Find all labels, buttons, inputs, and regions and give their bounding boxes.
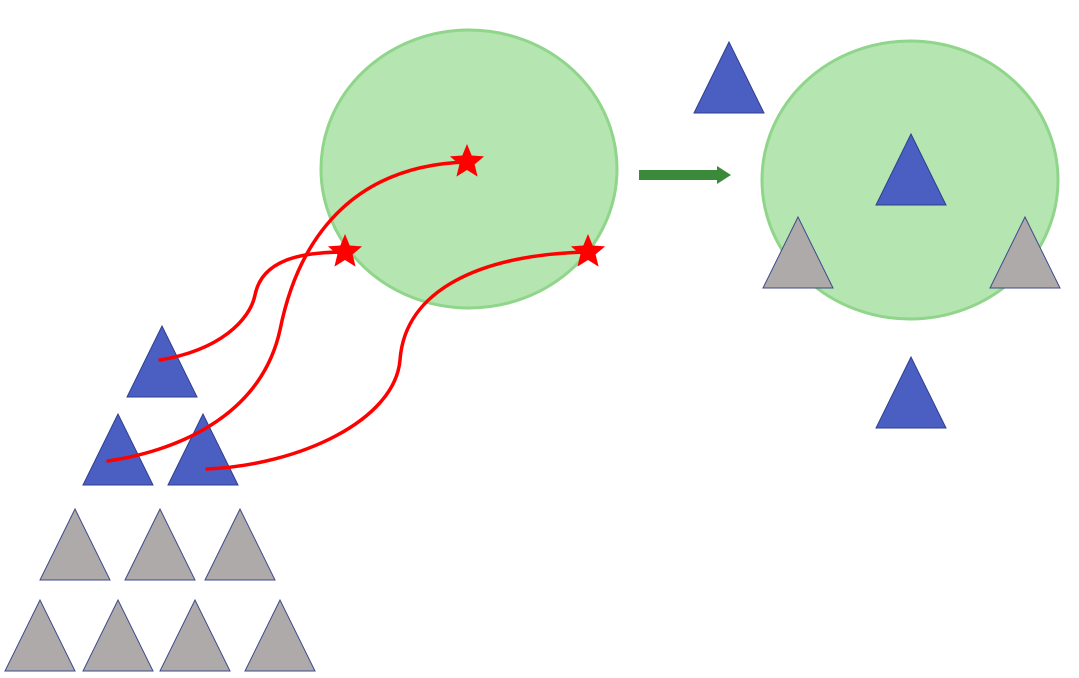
target-star: [327, 234, 363, 267]
source-triangle-selected: [126, 324, 198, 398]
mapping-curve: [158, 250, 347, 362]
source-triangle-unselected: [82, 598, 154, 672]
source-triangle-selected: [167, 412, 239, 486]
result-triangle-selected: [875, 355, 947, 429]
result-triangle-selected: [875, 132, 947, 206]
target-star: [449, 144, 485, 177]
mapping-curve: [106, 160, 469, 463]
mapping-curve: [205, 250, 588, 471]
source-triangle-unselected: [159, 598, 231, 672]
source-triangle-unselected: [39, 507, 111, 581]
source-triangle-unselected: [244, 598, 316, 672]
target-star: [570, 234, 606, 267]
result-triangle-unselected: [989, 215, 1061, 289]
result-triangle-unselected: [762, 215, 834, 289]
source-triangle-unselected: [204, 507, 276, 581]
source-triangle-unselected: [4, 598, 76, 672]
right-arrow-icon: [639, 166, 731, 184]
source-triangle-unselected: [124, 507, 196, 581]
source-triangle-selected: [82, 412, 154, 486]
result-triangle-selected: [693, 40, 765, 114]
